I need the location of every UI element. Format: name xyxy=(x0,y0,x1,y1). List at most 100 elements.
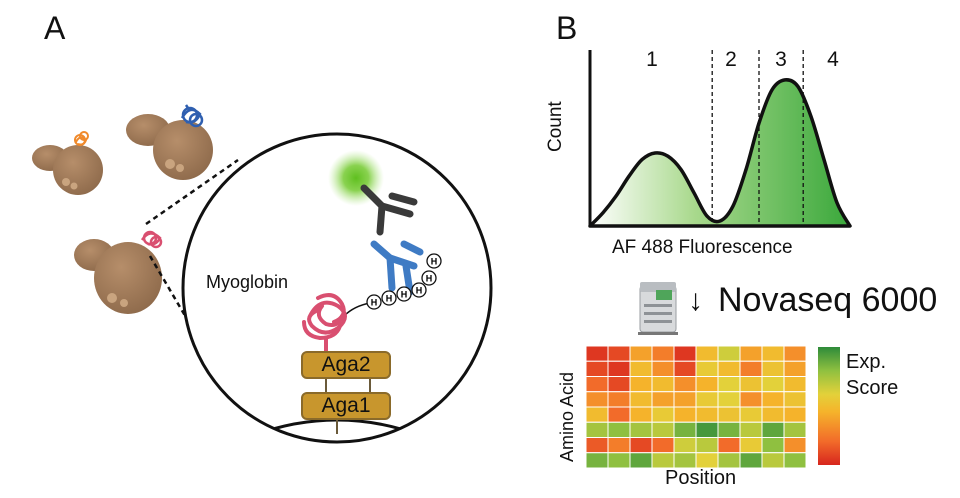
heatmap-cell xyxy=(717,421,741,438)
heatmap xyxy=(586,346,806,468)
heatmap-cell xyxy=(739,346,763,362)
heatmap-cell xyxy=(651,360,675,377)
heatmap-cell xyxy=(695,437,719,454)
heatmap-cell xyxy=(717,360,741,377)
heatmap-ylabel: Amino Acid xyxy=(557,371,577,462)
his-bead-label: H xyxy=(386,294,393,304)
heatmap-cell xyxy=(586,421,609,438)
heatmap-cell xyxy=(739,406,763,423)
heatmap-cell xyxy=(629,391,653,408)
heatmap-cell xyxy=(629,376,653,393)
aga1-box: Aga1 xyxy=(301,392,391,420)
heatmap-cell xyxy=(783,346,806,362)
myoglobin-label: Myoglobin xyxy=(206,272,289,292)
heatmap-cell xyxy=(586,346,609,362)
his-bead-label: H xyxy=(416,286,423,296)
heatmap-cell xyxy=(629,346,653,362)
his-bead xyxy=(426,253,442,269)
his-bead xyxy=(366,294,382,310)
heatmap-cell xyxy=(607,391,631,408)
heatmap-cell xyxy=(717,391,741,408)
yeast-cell-3 xyxy=(74,230,163,314)
heatmap-cell xyxy=(673,346,697,362)
heatmap-cell xyxy=(586,406,609,423)
heatmap-cell xyxy=(586,360,609,377)
heatmap-cell xyxy=(783,406,806,423)
heatmap-cell xyxy=(673,360,697,377)
heatmap-cell xyxy=(717,376,741,393)
heatmap-cell xyxy=(629,406,653,423)
histogram-ylabel: Count xyxy=(545,101,566,152)
myoglobin-icon xyxy=(302,293,347,354)
colorbar-label-line1: Exp. xyxy=(846,351,887,373)
heatmap-cell xyxy=(717,437,741,454)
histogram-curve xyxy=(588,78,852,228)
heatmap-cell xyxy=(629,452,653,468)
heatmap-cell xyxy=(673,452,697,468)
his-bead xyxy=(396,286,412,302)
heatmap-cell xyxy=(783,360,806,377)
heatmap-cell xyxy=(695,360,719,377)
fluorescence-histogram xyxy=(588,50,852,228)
his-bead-label: H xyxy=(401,290,408,300)
sequencer-label: Novaseq 6000 xyxy=(718,281,938,319)
heatmap-cell xyxy=(761,346,785,362)
heatmap-cell xyxy=(695,421,719,438)
heatmap-cell xyxy=(607,376,631,393)
heatmap-cell xyxy=(761,391,785,408)
heatmap-cell xyxy=(607,437,631,454)
heatmap-cell xyxy=(673,421,697,438)
gate-label-1: 1 xyxy=(646,48,658,71)
his-bead-label: H xyxy=(431,257,438,267)
orange-protein-icon xyxy=(74,131,89,146)
heatmap-cell xyxy=(783,376,806,393)
heatmap-cell xyxy=(739,360,763,377)
his-bead-label: H xyxy=(371,298,378,308)
yeast-cell-1 xyxy=(32,131,103,195)
heatmap-cell xyxy=(761,452,785,468)
heatmap-cell xyxy=(761,437,785,454)
heatmap-cell xyxy=(607,406,631,423)
heatmap-cell xyxy=(607,421,631,438)
heatmap-cell xyxy=(695,391,719,408)
heatmap-cell xyxy=(629,421,653,438)
heatmap-cell xyxy=(783,421,806,438)
heatmap-cell xyxy=(761,406,785,423)
heatmap-cell xyxy=(586,376,609,393)
gate-label-3: 3 xyxy=(775,48,787,71)
colorbar xyxy=(818,347,840,465)
heatmap-cell xyxy=(717,346,741,362)
heatmap-cell xyxy=(739,437,763,454)
heatmap-cell xyxy=(761,376,785,393)
panel-b-letter: B xyxy=(556,10,578,46)
heatmap-cell xyxy=(717,452,741,468)
heatmap-cell xyxy=(739,452,763,468)
heatmap-cell xyxy=(651,421,675,438)
heatmap-cell xyxy=(673,406,697,423)
his-bead xyxy=(421,270,437,286)
heatmap-cell xyxy=(783,437,806,454)
primary-antibody-icon xyxy=(370,240,424,296)
colorbar-label-line2: Score xyxy=(846,377,899,399)
histogram-xlabel: AF 488 Fluorescence xyxy=(612,237,793,258)
heatmap-cell xyxy=(607,360,631,377)
heatmap-cell xyxy=(695,346,719,362)
heatmap-cell xyxy=(607,346,631,362)
heatmap-cell xyxy=(629,437,653,454)
heatmap-cell xyxy=(739,391,763,408)
yeast-cell-2 xyxy=(126,104,213,180)
heatmap-cell xyxy=(629,360,653,377)
heatmap-cell xyxy=(717,406,741,423)
zoom-line-top xyxy=(145,158,239,226)
his-bead-label: H xyxy=(426,274,433,284)
aga2-box: Aga2 xyxy=(301,351,391,379)
heatmap-xlabel: Position xyxy=(665,467,737,489)
pink-protein-icon xyxy=(140,230,163,249)
heatmap-cell xyxy=(761,360,785,377)
sequencer-icon xyxy=(638,282,678,335)
heatmap-cell xyxy=(739,421,763,438)
down-arrow-icon: ↓ xyxy=(688,284,703,317)
blue-protein-icon xyxy=(180,104,204,128)
